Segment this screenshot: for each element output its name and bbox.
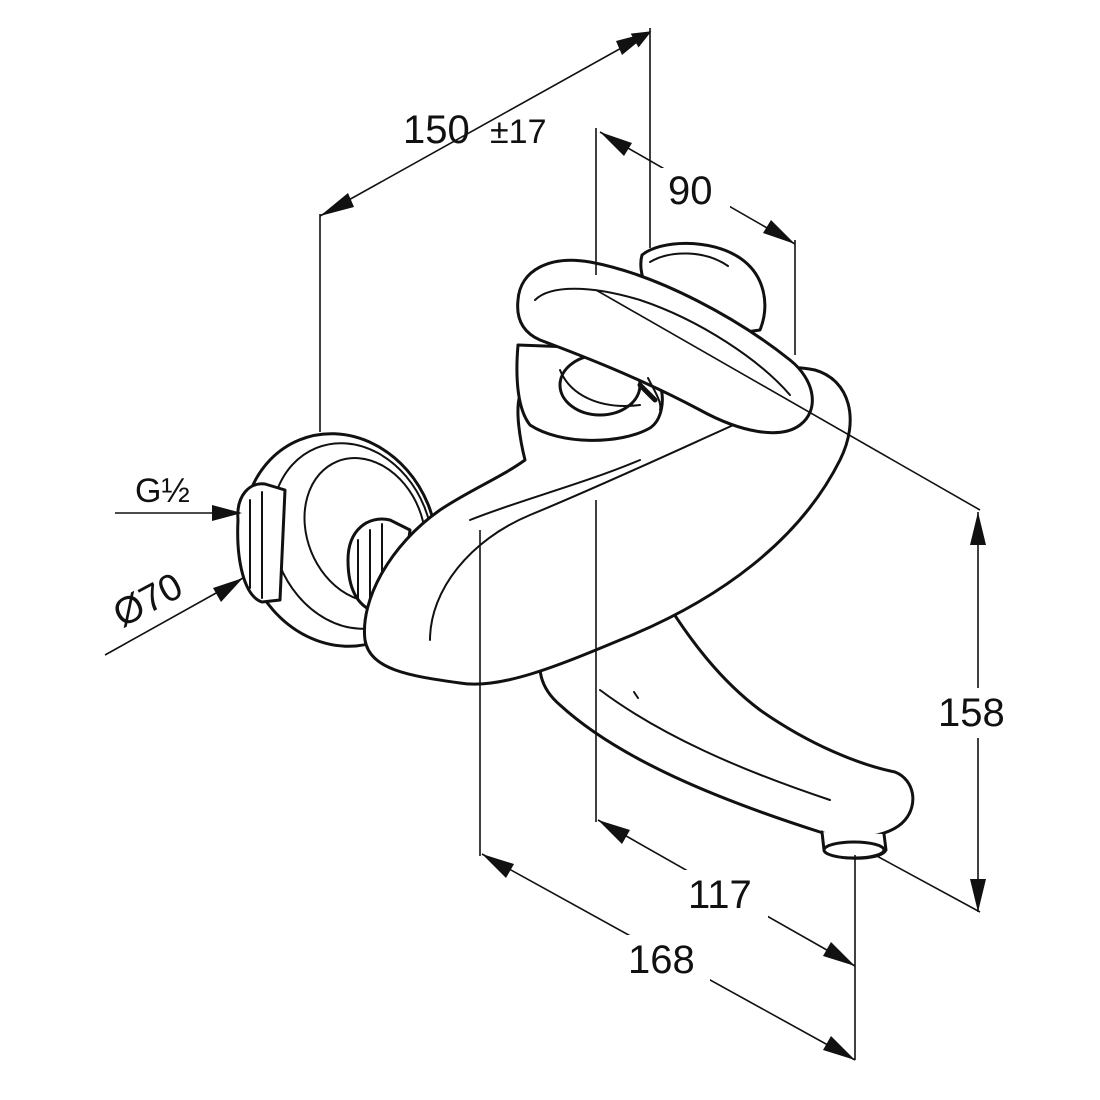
arrowhead-90-left	[600, 132, 632, 156]
arrowhead-117-left	[598, 820, 630, 844]
dimension-line-150	[319, 31, 652, 217]
arrowhead-168-left	[482, 854, 514, 878]
arrowhead-158-bottom	[970, 879, 986, 912]
label-backgrounds	[618, 168, 1020, 985]
lever-handle	[516, 258, 814, 435]
label-g-thread: G½	[135, 472, 190, 510]
arrowhead-g	[212, 505, 242, 521]
dimension-labels: 150 ±17 90 158 117 168 G½ Ø70	[107, 108, 1005, 982]
arrowhead-150-right	[616, 32, 650, 55]
faucet-illustration	[236, 241, 915, 860]
spout	[538, 598, 915, 860]
extension-line-158-bottom	[874, 854, 981, 913]
label-diameter-70: Ø70	[107, 565, 190, 636]
arrowhead-150-left	[320, 193, 354, 216]
label-117: 117	[688, 873, 752, 917]
arrowhead-158-top	[970, 512, 986, 545]
centre-line	[595, 289, 981, 511]
arrowheads	[212, 32, 986, 1060]
label-150-tolerance: ±17	[490, 113, 546, 151]
label-150: 150	[403, 108, 470, 152]
arrowhead-d70	[213, 578, 243, 602]
arrowhead-168-right	[823, 1036, 855, 1060]
label-158: 158	[938, 691, 1005, 735]
label-168: 168	[628, 938, 695, 982]
arrowhead-117-right	[823, 942, 855, 966]
arrowhead-90-right	[763, 220, 795, 244]
label-90: 90	[668, 169, 713, 213]
